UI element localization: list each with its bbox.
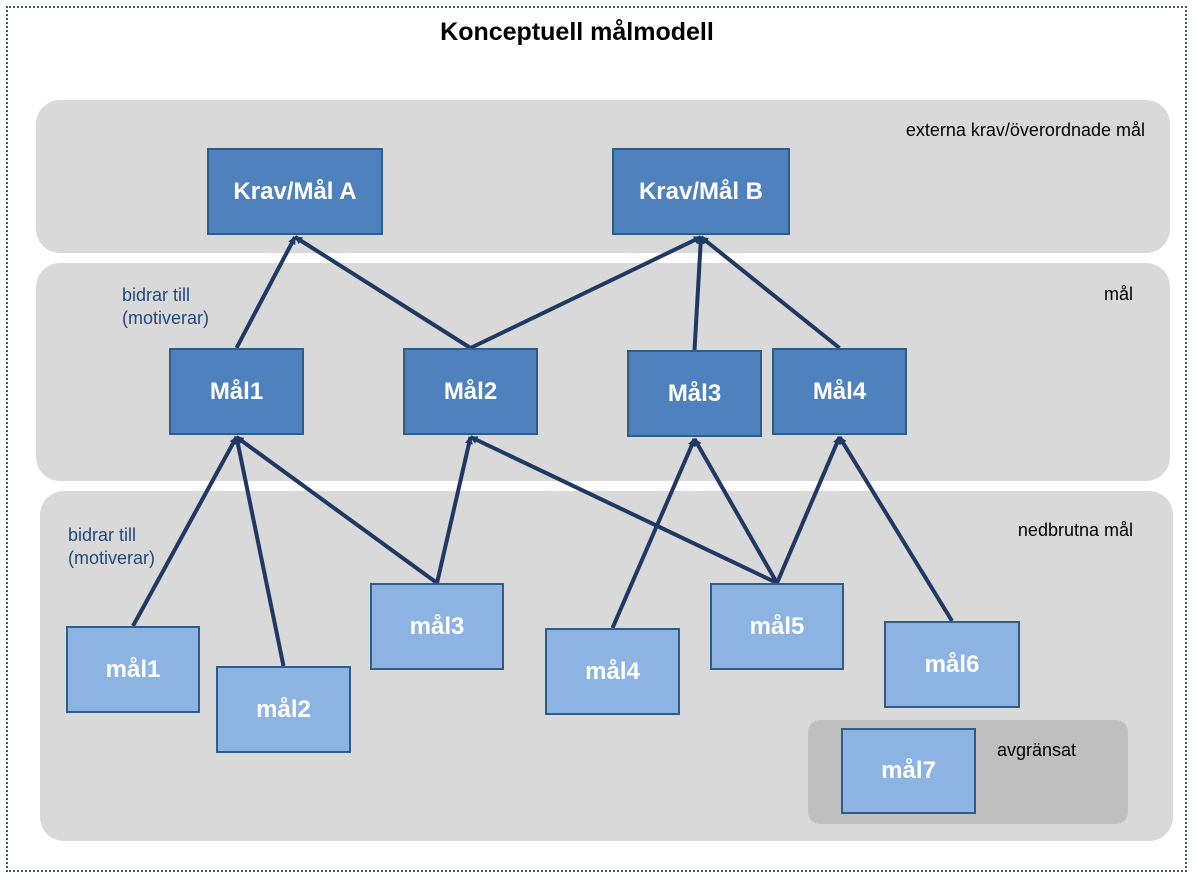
arrow-m3-to-M2	[435, 436, 473, 584]
node-sub-mal3: mål3	[370, 583, 504, 670]
arrow-M2-to-kravA	[293, 235, 472, 350]
node-krav-b: Krav/Mål B	[612, 148, 790, 235]
band-label-subgoals: nedbrutna mål	[1017, 520, 1133, 540]
node-sub-mal5: mål5	[710, 583, 844, 670]
limited-area-label: avgränsat	[997, 740, 1077, 760]
node-sub-mal2: mål2	[216, 666, 351, 753]
node-mal4: Mål4	[772, 348, 907, 435]
node-mal3: Mål3	[627, 350, 762, 437]
arrow-m3-to-M1	[235, 435, 439, 585]
arrow-m2-to-M1	[233, 436, 286, 667]
node-sub-mal6: mål6	[884, 621, 1020, 708]
node-sub-mal1: mål1	[66, 626, 200, 713]
node-mal2: Mål2	[403, 348, 538, 435]
arrow-m4-to-M3	[610, 438, 697, 629]
arrow-M2-to-kravB	[469, 235, 702, 350]
contributes-note-upper-line1: bidrar till	[122, 285, 191, 305]
contributes-note-lower: bidrar till (motiverar)	[68, 524, 155, 570]
arrow-m1-to-M1	[131, 436, 239, 627]
arrow-m6-to-M4	[837, 435, 954, 623]
arrow-m5-to-M3	[692, 438, 779, 584]
node-krav-a: Krav/Mål A	[207, 148, 383, 235]
node-sub-mal7: mål7	[841, 728, 976, 814]
contributes-note-lower-line2: (motiverar)	[68, 548, 156, 568]
arrow-M3-to-kravB	[692, 236, 705, 351]
node-mal1: Mål1	[169, 348, 304, 435]
arrow-m5-to-M4	[775, 436, 842, 584]
contributes-note-upper-line2: (motiverar)	[122, 308, 210, 328]
diagram-title: Konceptuell målmodell	[440, 18, 714, 46]
contributes-note-upper: bidrar till (motiverar)	[122, 284, 209, 330]
diagram-frame	[6, 6, 1187, 872]
contributes-note-lower-line1: bidrar till	[68, 525, 137, 545]
arrow-M1-to-kravA	[234, 236, 297, 349]
band-label-goals: mål	[1103, 284, 1133, 304]
arrow-M4-to-kravB	[699, 235, 841, 350]
node-sub-mal4: mål4	[545, 628, 680, 715]
band-label-external: externa krav/överordnade mål	[905, 120, 1145, 140]
arrow-m5-to-M2	[469, 435, 778, 585]
